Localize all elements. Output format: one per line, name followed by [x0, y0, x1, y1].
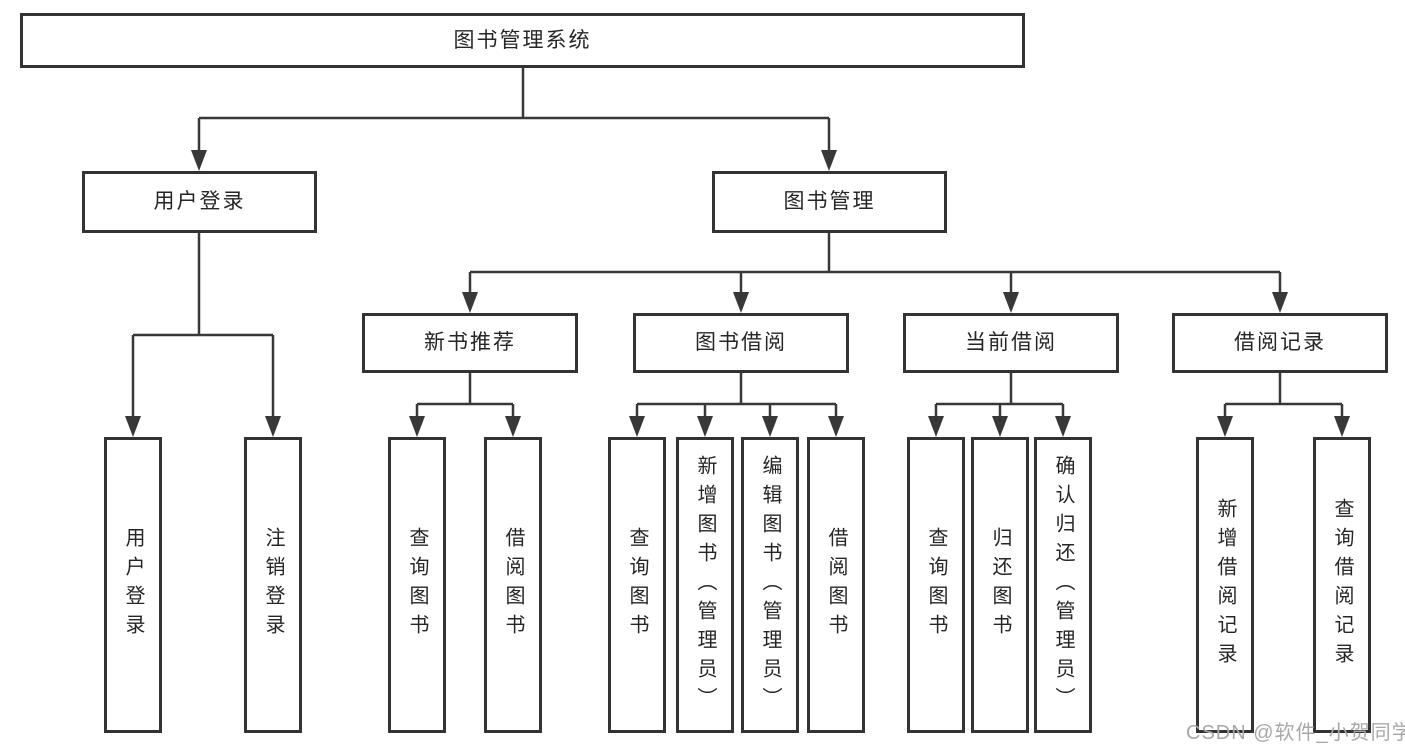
arrow-down-icon: [1217, 416, 1233, 437]
arrow-down-icon: [409, 416, 425, 437]
connector-current-borrowing-to-leaves: [934, 373, 1065, 419]
node-book-borrowing: 图书借阅: [633, 313, 849, 373]
arrowheads: [125, 150, 1350, 437]
node-leaf-add-borrow-record: 新增借阅记录: [1196, 437, 1254, 733]
node-leaf-borrow-books-recommend: 借阅图书: [484, 437, 542, 733]
arrow-down-icon: [821, 150, 837, 171]
node-current-borrowing: 当前借阅: [903, 313, 1119, 373]
node-leaf-user-login: 用户登录: [104, 437, 162, 733]
node-leaf-edit-book-admin: 编辑图书（管理员）: [741, 437, 799, 733]
arrow-down-icon: [462, 292, 478, 313]
node-leaf-return-books: 归还图书: [971, 437, 1029, 733]
node-user-login: 用户登录: [82, 171, 317, 233]
connector-book-borrowing-to-leaves: [635, 373, 838, 419]
node-leaf-query-borrow-record: 查询借阅记录: [1313, 437, 1371, 733]
node-root-library-management-system: 图书管理系统: [20, 13, 1025, 68]
arrow-down-icon: [697, 416, 713, 437]
node-leaf-borrow-books-borrowing: 借阅图书: [807, 437, 865, 733]
node-borrow-records: 借阅记录: [1172, 313, 1388, 373]
node-new-book-recommend: 新书推荐: [362, 313, 578, 373]
arrow-down-icon: [191, 150, 207, 171]
node-leaf-query-books-current: 查询图书: [907, 437, 965, 733]
node-leaf-query-books-recommend: 查询图书: [388, 437, 446, 733]
arrow-down-icon: [1055, 416, 1071, 437]
connector-new-book-recommend-to-leaves: [415, 373, 515, 419]
arrow-down-icon: [992, 416, 1008, 437]
arrow-down-icon: [1272, 292, 1288, 313]
arrow-down-icon: [828, 416, 844, 437]
arrow-down-icon: [1003, 292, 1019, 313]
node-leaf-logout: 注销登录: [244, 437, 302, 733]
node-leaf-add-book-admin: 新增图书（管理员）: [676, 437, 734, 733]
arrow-down-icon: [1334, 416, 1350, 437]
arrow-down-icon: [928, 416, 944, 437]
arrow-down-icon: [629, 416, 645, 437]
arrow-down-icon: [125, 416, 141, 437]
csdn-watermark: CSDN @软件_小贺同学: [1186, 722, 1405, 744]
arrow-down-icon: [762, 416, 778, 437]
node-leaf-confirm-return-admin: 确认归还（管理员）: [1034, 437, 1092, 733]
arrow-down-icon: [265, 416, 281, 437]
connector-book-management-to-level3: [468, 233, 1282, 294]
arrow-down-icon: [505, 416, 521, 437]
connector-borrow-records-to-leaves: [1223, 373, 1344, 419]
arrow-down-icon: [733, 292, 749, 313]
node-book-management: 图书管理: [712, 171, 947, 233]
connector-root-to-level2: [197, 68, 831, 152]
connector-user-login-to-leaves: [131, 233, 275, 418]
node-leaf-query-books-borrowing: 查询图书: [608, 437, 666, 733]
